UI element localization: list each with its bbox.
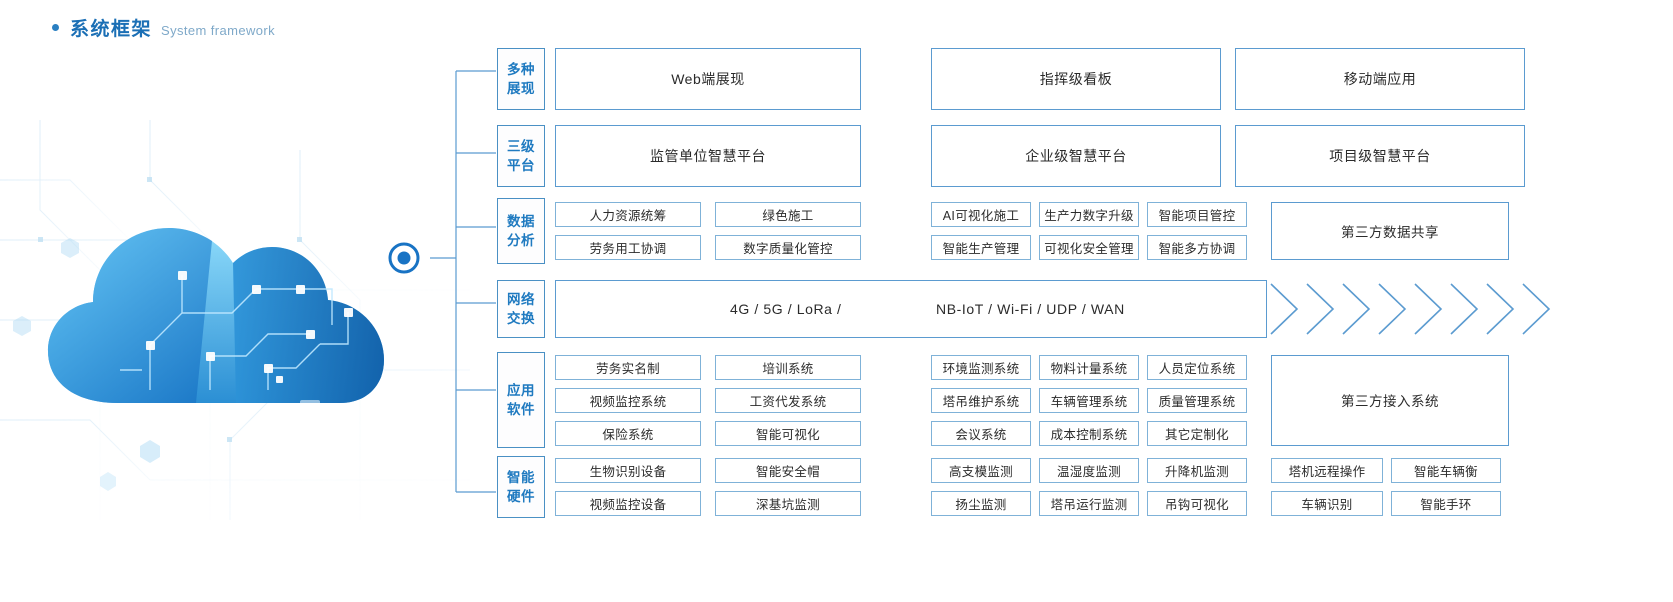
row-data-analysis: 数据 分析 人力资源统筹 绿色施工 劳务用工协调 数字质量化管控 <box>497 198 1537 264</box>
chip-crane-remote-operation[interactable]: 塔机远程操作 <box>1271 458 1383 483</box>
card-command-board[interactable]: 指挥级看板 <box>931 48 1221 110</box>
card-third-party-data-sharing[interactable]: 第三方数据共享 <box>1271 202 1509 260</box>
chip-smart-wristband[interactable]: 智能手环 <box>1391 491 1501 516</box>
chip-crane-maintenance[interactable]: 塔吊维护系统 <box>931 387 1031 413</box>
network-protocols-right: NB-IoT / Wi-Fi / UDP / WAN <box>936 301 1125 317</box>
chip-smart-helmet[interactable]: 智能安全帽 <box>715 458 861 483</box>
chip-green-construction[interactable]: 绿色施工 <box>715 202 861 227</box>
group-data-left: 人力资源统筹 绿色施工 劳务用工协调 数字质量化管控 <box>555 202 861 260</box>
chip-material-metering[interactable]: 物料计量系统 <box>1039 354 1139 380</box>
title-english: System framework <box>161 23 276 38</box>
chip-video-surveillance-system[interactable]: 视频监控系统 <box>555 387 701 413</box>
chip-multi-party-coordination[interactable]: 智能多方协调 <box>1147 235 1247 260</box>
network-exchange-bar: 4G / 5G / LoRa / NB-IoT / Wi-Fi / UDP / … <box>555 280 1267 338</box>
chip-smart-visualization[interactable]: 智能可视化 <box>715 420 861 446</box>
card-third-party-access-system[interactable]: 第三方接入系统 <box>1271 354 1509 446</box>
row-network: 网络 交换 4G / 5G / LoRa / NB-IoT / Wi-Fi / … <box>497 280 1667 338</box>
chip-digital-quality-control[interactable]: 数字质量化管控 <box>715 235 861 260</box>
group-app-left: 劳务实名制 培训系统 视频监控系统 工资代发系统 保险系统 智能可视化 <box>555 354 861 446</box>
card-mobile-app[interactable]: 移动端应用 <box>1235 48 1525 110</box>
card-regulator-platform[interactable]: 监管单位智慧平台 <box>555 125 861 187</box>
row-smart-hardware: 智能 硬件 生物识别设备 智能安全帽 视频监控设备 深基坑监测 <box>497 456 1667 518</box>
chip-dust-monitoring[interactable]: 扬尘监测 <box>931 491 1031 516</box>
page-title: 系统框架 System framework <box>52 14 275 41</box>
chip-productivity-upgrade[interactable]: 生产力数字升级 <box>1039 202 1139 227</box>
chip-meeting-system[interactable]: 会议系统 <box>931 420 1031 446</box>
chevron-arrows-icon <box>1270 283 1551 335</box>
group-hw-right: 高支模监测 温湿度监测 升降机监测 扬尘监测 塔吊运行监测 吊钩可视化 <box>931 458 1247 516</box>
chip-biometric-device[interactable]: 生物识别设备 <box>555 458 701 483</box>
chip-temp-humidity-monitoring[interactable]: 温湿度监测 <box>1039 458 1139 483</box>
row-label-platform: 三级 平台 <box>497 125 545 187</box>
card-enterprise-platform[interactable]: 企业级智慧平台 <box>931 125 1221 187</box>
card-web-display[interactable]: Web端展现 <box>555 48 861 110</box>
cloud-illustration <box>0 120 470 520</box>
group-app-right: 环境监测系统 物料计量系统 人员定位系统 塔吊维护系统 车辆管理系统 质量管理系… <box>931 354 1247 446</box>
chip-labor-coordination[interactable]: 劳务用工协调 <box>555 235 701 260</box>
group-hw-tail: 塔机远程操作 智能车辆衡 车辆识别 智能手环 <box>1271 458 1501 516</box>
network-protocols-left: 4G / 5G / LoRa / <box>730 301 842 317</box>
chip-vehicle-management[interactable]: 车辆管理系统 <box>1039 387 1139 413</box>
chip-high-formwork-monitoring[interactable]: 高支模监测 <box>931 458 1031 483</box>
chip-smart-project-control[interactable]: 智能项目管控 <box>1147 202 1247 227</box>
bullet-dot-icon <box>52 24 59 31</box>
row-label-network: 网络 交换 <box>497 280 545 338</box>
chip-labor-real-name[interactable]: 劳务实名制 <box>555 354 701 380</box>
row-label-smart-hardware: 智能 硬件 <box>497 456 545 518</box>
chip-hr-coordination[interactable]: 人力资源统筹 <box>555 202 701 227</box>
row-application-software: 应用 软件 劳务实名制 培训系统 视频监控系统 工资代发系统 <box>497 352 1537 448</box>
card-project-platform[interactable]: 项目级智慧平台 <box>1235 125 1525 187</box>
chip-environment-monitoring[interactable]: 环境监测系统 <box>931 354 1031 380</box>
chip-visual-safety-mgmt[interactable]: 可视化安全管理 <box>1039 235 1139 260</box>
chip-ai-visual-construction[interactable]: AI可视化施工 <box>931 202 1031 227</box>
chip-video-monitoring-device[interactable]: 视频监控设备 <box>555 491 701 516</box>
row-display: 多种 展现 Web端展现 指挥级看板 移动端应用 <box>497 48 1537 110</box>
chip-payroll-system[interactable]: 工资代发系统 <box>715 387 861 413</box>
chip-smart-weighbridge[interactable]: 智能车辆衡 <box>1391 458 1501 483</box>
row-label-display: 多种 展现 <box>497 48 545 110</box>
chip-hook-visualization[interactable]: 吊钩可视化 <box>1147 491 1247 516</box>
row-platform: 三级 平台 监管单位智慧平台 企业级智慧平台 项目级智慧平台 <box>497 125 1537 187</box>
chip-insurance-system[interactable]: 保险系统 <box>555 420 701 446</box>
chip-vehicle-recognition[interactable]: 车辆识别 <box>1271 491 1383 516</box>
chip-quality-management[interactable]: 质量管理系统 <box>1147 387 1247 413</box>
chip-deep-foundation-monitoring[interactable]: 深基坑监测 <box>715 491 861 516</box>
title-chinese: 系统框架 <box>70 19 153 40</box>
group-data-right: AI可视化施工 生产力数字升级 智能项目管控 智能生产管理 可视化安全管理 智能… <box>931 202 1247 260</box>
chip-hoist-monitoring[interactable]: 升降机监测 <box>1147 458 1247 483</box>
group-hw-left: 生物识别设备 智能安全帽 视频监控设备 深基坑监测 <box>555 458 861 516</box>
chip-personnel-positioning[interactable]: 人员定位系统 <box>1147 354 1247 380</box>
row-label-data-analysis: 数据 分析 <box>497 198 545 264</box>
chip-crane-operation-monitoring[interactable]: 塔吊运行监测 <box>1039 491 1139 516</box>
chip-cost-control[interactable]: 成本控制系统 <box>1039 420 1139 446</box>
row-label-application-software: 应用 软件 <box>497 352 545 448</box>
chip-smart-production-mgmt[interactable]: 智能生产管理 <box>931 235 1031 260</box>
chip-other-customization[interactable]: 其它定制化 <box>1147 420 1247 446</box>
chip-training-system[interactable]: 培训系统 <box>715 354 861 380</box>
